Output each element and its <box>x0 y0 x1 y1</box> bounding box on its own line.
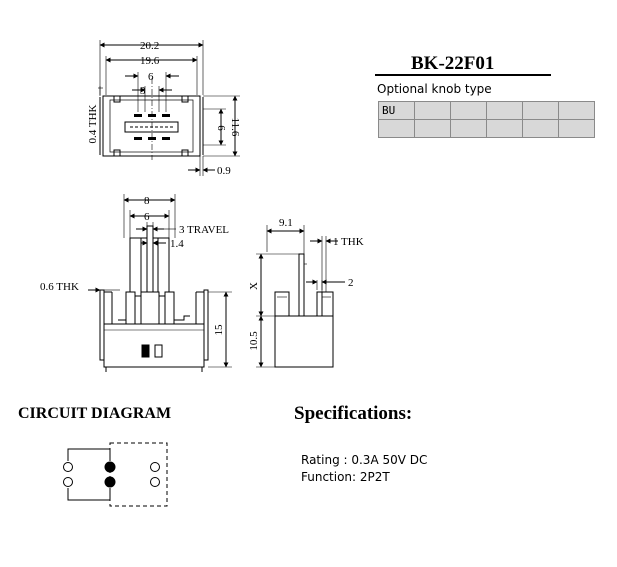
knob-cell <box>378 119 415 138</box>
dim-6-top: 6 <box>148 71 154 83</box>
knob-cell <box>558 101 595 120</box>
knob-row <box>378 119 595 138</box>
dim-15: 15 <box>213 324 225 336</box>
knob-row: BU <box>378 101 595 120</box>
terminal-common <box>104 461 116 473</box>
knob-cell <box>522 119 559 138</box>
side-view-actuator <box>298 253 305 317</box>
model-title: BK-22F01 <box>411 53 494 74</box>
knob-cell <box>486 101 523 120</box>
dim-0-4-thk: 0.4 THK <box>87 104 99 143</box>
spec-rating: Rating : 0.3A 50V DC <box>301 453 428 467</box>
front-view-body <box>103 323 205 368</box>
dim-11-6: 11.6 <box>229 118 241 137</box>
dim-3-top: 3 <box>140 85 146 97</box>
dim-6-side: 6 <box>215 125 227 131</box>
circuit-slider-box <box>109 442 168 507</box>
spec-function: Function: 2P2T <box>301 470 390 484</box>
terminal-open <box>150 477 160 487</box>
dim-0-6-thk: 0.6 THK <box>40 281 79 293</box>
dim-8: 8 <box>144 195 150 207</box>
dim-20-2: 20.2 <box>140 40 159 52</box>
terminal-open <box>150 462 160 472</box>
top-view-body <box>102 95 201 157</box>
dim-x: X <box>248 282 260 290</box>
knob-cell <box>450 119 487 138</box>
dim-1-thk: 1 THK <box>333 236 364 248</box>
terminal-open <box>63 477 73 487</box>
knob-type-table: BU <box>378 101 595 138</box>
knob-cell: BU <box>378 101 415 120</box>
terminal-common <box>104 476 116 488</box>
top-view <box>98 40 240 176</box>
dim-2: 2 <box>348 277 354 289</box>
front-view <box>88 194 232 372</box>
dim-0-9: 0.9 <box>217 165 231 177</box>
knob-cell <box>558 119 595 138</box>
dim-1-4: 1.4 <box>170 238 184 250</box>
knob-cell <box>450 101 487 120</box>
dim-9-1: 9.1 <box>279 217 293 229</box>
circuit-diagram-title: CIRCUIT DIAGRAM <box>18 405 172 422</box>
dim-19-6: 19.6 <box>140 55 160 67</box>
knob-cell <box>414 119 451 138</box>
knob-cell <box>522 101 559 120</box>
specifications-title: Specifications: <box>294 403 413 424</box>
dim-10-5: 10.5 <box>248 331 260 351</box>
knob-type-label: Optional knob type <box>377 82 492 96</box>
circuit-diagram <box>63 442 168 507</box>
knob-cell <box>486 119 523 138</box>
knob-cell <box>414 101 451 120</box>
dim-6-front: 6 <box>144 211 150 223</box>
terminal-open <box>63 462 73 472</box>
side-view-body <box>274 315 334 368</box>
dim-3-travel: 3 TRAVEL <box>179 224 229 236</box>
side-view <box>256 225 345 368</box>
